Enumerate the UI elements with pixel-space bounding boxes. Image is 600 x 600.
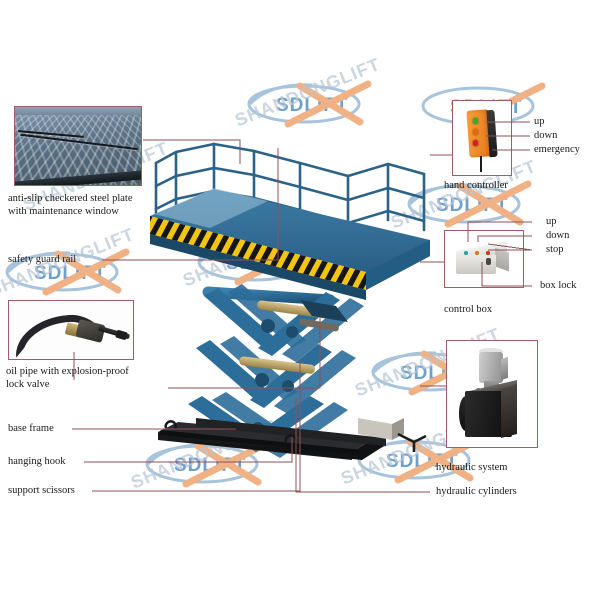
pendant-emergency-button[interactable] xyxy=(473,140,478,146)
watermark-logo: SDLIFT xyxy=(140,438,290,495)
label-hand-controller-down: down xyxy=(534,130,558,141)
pendant-cable xyxy=(480,155,483,173)
oil-pipe-inset xyxy=(8,300,134,360)
label-hand-controller-up: up xyxy=(534,116,545,127)
pendant-down-button[interactable] xyxy=(473,129,478,135)
label-hydraulic-system: hydraulic system xyxy=(436,462,508,473)
svg-text:SDLIFT: SDLIFT xyxy=(436,195,509,216)
checkered-plate-inset xyxy=(14,106,142,186)
control-box-up-button[interactable] xyxy=(463,251,469,255)
pendant-up-button[interactable] xyxy=(473,118,478,124)
control-box-inset xyxy=(444,230,524,288)
sdlift-logo-icon: SDLIFT xyxy=(145,440,270,488)
label-support-scissors: support scissors xyxy=(8,485,75,496)
checkered-steel-plate-photo xyxy=(15,107,141,185)
label-hydraulic-cylinders: hydraulic cylinders xyxy=(436,486,517,497)
label-oil-pipe-line2: lock valve xyxy=(6,379,50,390)
label-hand-controller: hand controller xyxy=(444,180,508,191)
oil-pipe-explosion-proof-valve-photo xyxy=(9,301,133,359)
label-control-box-down: down xyxy=(546,230,570,241)
hand-controller-inset xyxy=(452,100,512,176)
control-box-down-button[interactable] xyxy=(474,251,480,255)
watermark-brand-text: SHANDONGLIFT xyxy=(232,53,384,131)
sdlift-logo-icon: SDLIFT xyxy=(247,80,372,128)
orange-pendant-hand-controller-photo xyxy=(453,101,511,175)
label-checkered-plate-line2: with maintenance window xyxy=(8,206,119,217)
watermark-brand-text: SHANDONGLIFT xyxy=(180,213,332,291)
label-base-frame: base frame xyxy=(8,423,54,434)
svg-text:SDLIFT: SDLIFT xyxy=(174,455,247,476)
label-control-box-up: up xyxy=(546,216,557,227)
label-hanging-hook: hanging hook xyxy=(8,456,66,467)
watermark-logo: SDLIFT xyxy=(242,78,392,135)
control-box-stop-button[interactable] xyxy=(485,251,491,255)
label-control-box-stop: stop xyxy=(546,244,564,255)
label-oil-pipe-line1: oil pipe with explosion-proof xyxy=(6,366,129,377)
label-control-box-lock: box lock xyxy=(540,280,577,291)
label-hand-controller-emergency: emergency xyxy=(534,144,580,155)
hydraulic-system-inset xyxy=(446,340,538,448)
svg-text:SDLIFT: SDLIFT xyxy=(276,95,349,116)
control-box-lock[interactable] xyxy=(485,257,491,265)
svg-text:SDLIFT: SDLIFT xyxy=(226,253,299,274)
grey-control-box-photo xyxy=(445,231,523,287)
label-control-box: control box xyxy=(444,304,493,315)
watermark-logo: SDLIFT xyxy=(192,236,342,293)
sdlift-logo-icon: SDLIFT xyxy=(197,238,322,286)
watermark-brand-text: SHANDONGLIFT xyxy=(128,415,280,493)
label-checkered-plate-line1: anti-slip checkered steel plate xyxy=(8,193,133,204)
hydraulic-power-unit-photo xyxy=(447,341,537,447)
label-safety-guard-rail: safety guard rail xyxy=(8,254,77,265)
